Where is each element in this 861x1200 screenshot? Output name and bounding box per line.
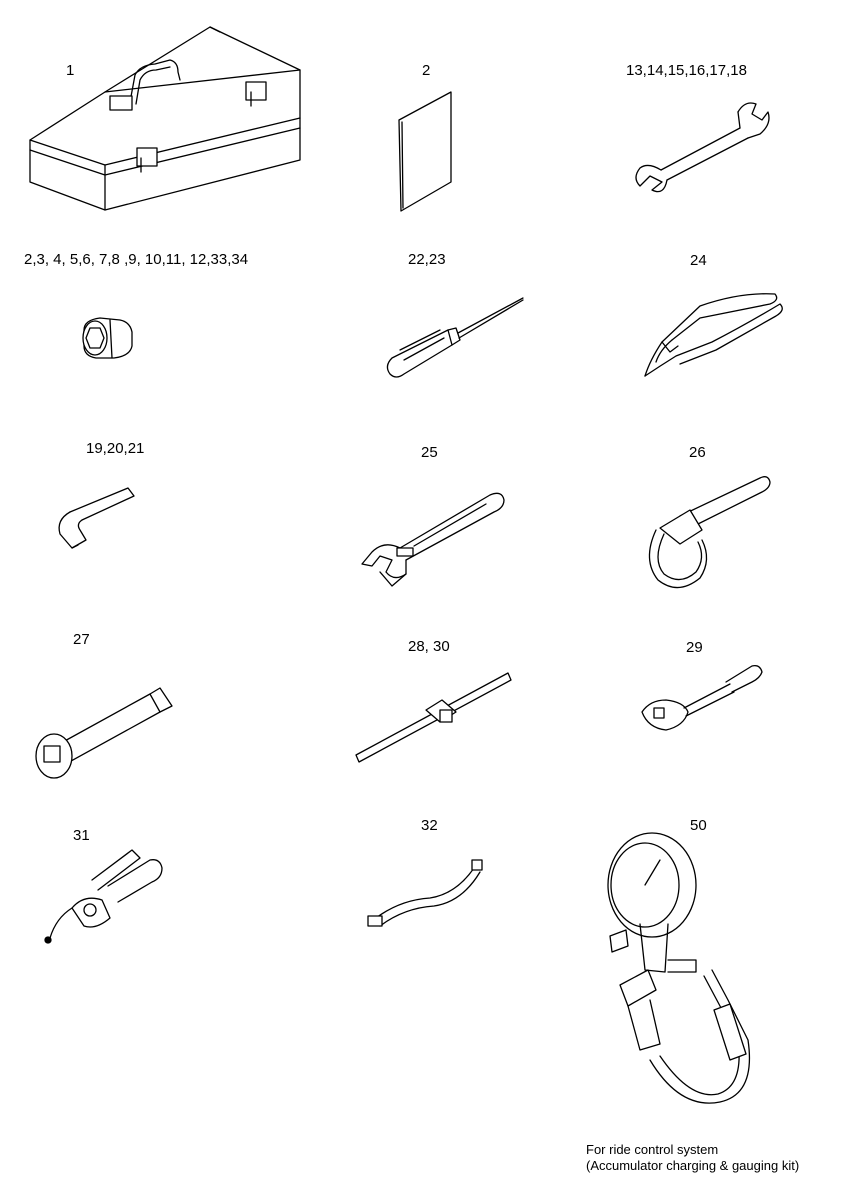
hex-key-icon bbox=[58, 487, 135, 549]
grease-gun-icon bbox=[44, 849, 163, 944]
label-grease-gun: 31 bbox=[73, 827, 90, 844]
label-toolbox: 1 bbox=[66, 62, 75, 79]
label-gauge-kit: 50 bbox=[690, 817, 707, 834]
hose-icon bbox=[367, 859, 483, 927]
label-wrench: 13,14,15,16,17,18 bbox=[626, 62, 747, 79]
label-ratchet: 29 bbox=[686, 639, 703, 656]
label-hose: 32 bbox=[421, 817, 438, 834]
label-hex-key: 19,20,21 bbox=[86, 440, 145, 457]
ratchet-icon bbox=[641, 664, 763, 731]
label-extension: 27 bbox=[73, 631, 90, 648]
pliers-icon bbox=[644, 293, 783, 377]
adjustable-wrench-icon bbox=[361, 492, 505, 587]
socket-icon bbox=[82, 317, 133, 359]
manual-icon bbox=[398, 91, 452, 212]
label-manual: 2 bbox=[422, 62, 431, 79]
extension-bar-icon bbox=[35, 687, 173, 779]
label-filter-wrench: 26 bbox=[689, 444, 706, 461]
note-line-1: For ride control system bbox=[586, 1142, 719, 1157]
note-line-2: (Accumulator charging & gauging kit) bbox=[586, 1158, 800, 1173]
label-socket: 2,3, 4, 5,6, 7,8 ,9, 10,11, 12,33,34 bbox=[24, 251, 249, 268]
open-end-wrench-icon bbox=[635, 102, 770, 193]
label-adjustable-wrench: 25 bbox=[421, 444, 438, 461]
gauge-kit-icon bbox=[607, 832, 751, 1104]
toolbox-icon bbox=[29, 26, 301, 211]
filter-wrench-icon bbox=[648, 476, 771, 589]
label-pliers: 24 bbox=[690, 252, 707, 269]
label-tbar: 28, 30 bbox=[408, 638, 450, 655]
t-bar-icon bbox=[355, 672, 512, 763]
screwdriver-icon bbox=[386, 297, 524, 378]
label-screwdriver: 22,23 bbox=[408, 251, 446, 268]
